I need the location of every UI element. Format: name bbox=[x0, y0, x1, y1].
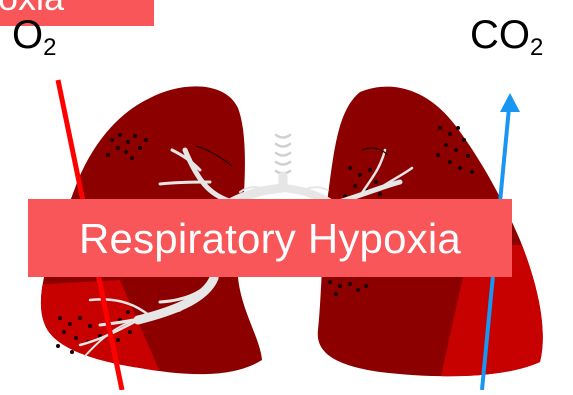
co2-label-base: CO bbox=[470, 13, 530, 57]
o2-label-base: O bbox=[12, 13, 43, 57]
co2-label-subscript: 2 bbox=[530, 34, 543, 61]
banner-text: Respiratory Hypoxia bbox=[79, 215, 461, 262]
co2-label: CO2 bbox=[470, 15, 543, 60]
o2-label: O2 bbox=[12, 15, 56, 60]
trachea bbox=[276, 135, 290, 174]
respiratory-hypoxia-banner: Respiratory Hypoxia bbox=[28, 199, 512, 277]
o2-label-subscript: 2 bbox=[43, 34, 56, 61]
